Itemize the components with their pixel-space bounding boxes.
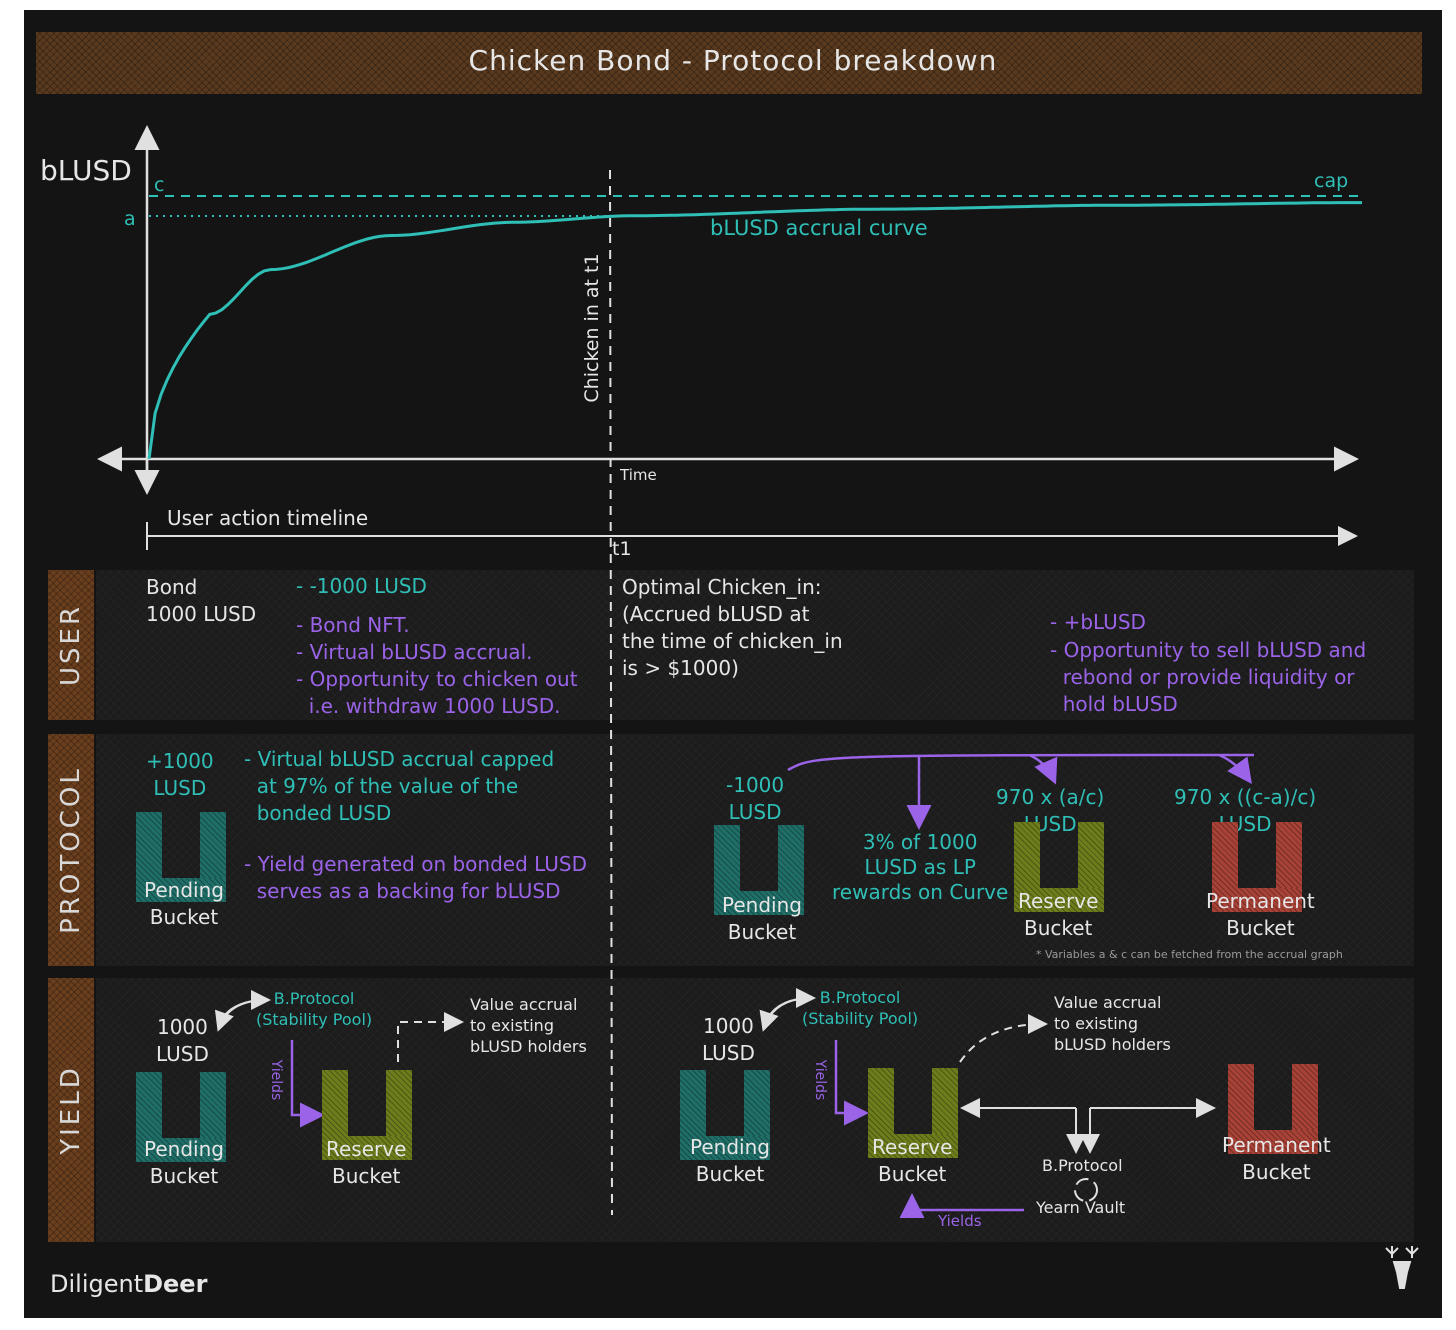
- pending-bucket-protocol-right: [714, 825, 804, 915]
- reserve-arrow: [1028, 753, 1058, 785]
- user-opportunity: - Opportunity to sell bLUSD and rebond o…: [1050, 638, 1367, 716]
- user-plus-blusd: - +bLUSD: [1050, 610, 1146, 634]
- lusd-to-bprotocol-left-back: [214, 999, 268, 1032]
- permanent-arrow: [1218, 753, 1252, 785]
- protocol-lp-rewards: 3% of 1000 LUSD as LP rewards on Curve: [832, 830, 1009, 904]
- pending-bucket-label-protocol-left: Pending Bucket: [144, 878, 224, 929]
- protocol-plus1000: +1000 LUSD: [146, 749, 214, 800]
- yield-yields-bottom: Yields: [938, 1212, 982, 1230]
- protocol-reserve-amount: 970 x (a/c) LUSD: [996, 785, 1105, 836]
- protocol-footnote: * Variables a & c can be fetched from th…: [1036, 948, 1343, 961]
- pending-bucket-yield-right: [680, 1070, 770, 1160]
- yields-arrow-left: [290, 1040, 325, 1128]
- value-arrow-left: [397, 1012, 464, 1062]
- reserve-bucket-protocol: [1014, 822, 1104, 912]
- pending-bucket-label-protocol-right: Pending Bucket: [722, 893, 802, 944]
- cap-label: cap: [1314, 170, 1349, 192]
- protocol-split-arrow: [787, 753, 1255, 772]
- title-banner: [36, 32, 1422, 94]
- curve-label: bLUSD accrual curve: [710, 216, 928, 240]
- reserve-bucket-label-yield-left: Reserve Bucket: [326, 1137, 407, 1188]
- diagram-frame: Chicken Bond - Protocol breakdown USER P…: [24, 10, 1442, 1318]
- yields-arrow-right: [834, 1040, 869, 1126]
- brand-logo: DiligentDeer: [50, 1270, 207, 1298]
- protocol-minus1000: -1000 LUSD: [726, 773, 785, 824]
- permanent-bucket-yield-right: [1228, 1064, 1318, 1154]
- user-section: [96, 570, 1414, 720]
- pending-bucket-yield-left: [136, 1072, 226, 1162]
- reserve-bucket-yield-right: [868, 1068, 958, 1158]
- user-optimal: Optimal Chicken_in: (Accrued bLUSD at th…: [622, 575, 843, 680]
- yield-yields-right: Yields: [812, 1059, 828, 1101]
- permanent-bucket-protocol: [1212, 822, 1302, 912]
- permanent-bucket-label-protocol: Permanent Bucket: [1206, 889, 1315, 940]
- yield-yields-left: Yields: [268, 1059, 284, 1101]
- a-label: a: [124, 208, 136, 230]
- reserve-bucket-label-yield-right: Reserve Bucket: [872, 1135, 953, 1186]
- diagram-svg: [97, 125, 1419, 1289]
- value-arrow-right: [959, 1014, 1048, 1063]
- protocol-cap-note: - Virtual bLUSD accrual capped at 97% of…: [244, 747, 555, 825]
- vault-label-bottom: Yearn Vault: [1036, 1198, 1126, 1217]
- protocol-tab: [48, 734, 94, 966]
- t1-divider: [609, 169, 613, 1216]
- yield-tab: [48, 978, 94, 1242]
- c-label: c: [154, 174, 165, 196]
- logo-part2: Deer: [143, 1270, 208, 1298]
- reserve-bucket-yield-left: [322, 1070, 412, 1160]
- page-title: Chicken Bond - Protocol breakdown: [468, 44, 998, 77]
- chicken-in-label: Chicken in at t1: [581, 253, 603, 403]
- timeline-label: User action timeline: [167, 506, 369, 530]
- yield-lusd-left: 1000 LUSD: [156, 1015, 209, 1066]
- lusd-to-bprotocol-right-back: [759, 997, 813, 1032]
- yield-bprotocol-left: B.Protocol (Stability Pool): [256, 989, 373, 1029]
- protocol-section: [96, 734, 1414, 966]
- permanent-bucket-label-yield-right: Permanent Bucket: [1222, 1133, 1331, 1184]
- user-minus-lusd: - -1000 LUSD: [296, 574, 427, 598]
- logo-part1: Diligent: [50, 1270, 144, 1298]
- user-notes: - Bond NFT. - Virtual bLUSD accrual. - O…: [296, 613, 578, 718]
- protocol-yield-note: - Yield generated on bonded LUSD serves …: [244, 852, 588, 903]
- yield-value-left: Value accrual to existing bLUSD holders: [470, 995, 587, 1056]
- accrual-curve: [147, 201, 1362, 460]
- protocol-permanent-amount: 970 x ((c-a)/c) LUSD: [1174, 785, 1317, 836]
- vault-cycle-icon: [1074, 1178, 1098, 1202]
- reserve-bucket-label-protocol: Reserve Bucket: [1018, 889, 1099, 940]
- user-bond: Bond 1000 LUSD: [146, 575, 257, 626]
- pending-bucket-protocol-left: [136, 812, 226, 902]
- y-axis-label: bLUSD: [40, 154, 132, 187]
- user-tab: [48, 570, 94, 720]
- pending-bucket-label-yield-right: Pending Bucket: [690, 1135, 770, 1186]
- time-label: Time: [620, 466, 657, 484]
- pending-bucket-label-yield-left: Pending Bucket: [144, 1137, 224, 1188]
- deer-logo-icon: [1385, 1246, 1419, 1289]
- yield-bprotocol-right: B.Protocol (Stability Pool): [802, 988, 919, 1028]
- yield-value-right: Value accrual to existing bLUSD holders: [1054, 993, 1171, 1054]
- vault-label-top: B.Protocol: [1042, 1156, 1123, 1175]
- yield-lusd-right: 1000 LUSD: [702, 1014, 755, 1065]
- vault-yields-arrow: [899, 1193, 1024, 1218]
- t1-label: t1: [612, 538, 632, 560]
